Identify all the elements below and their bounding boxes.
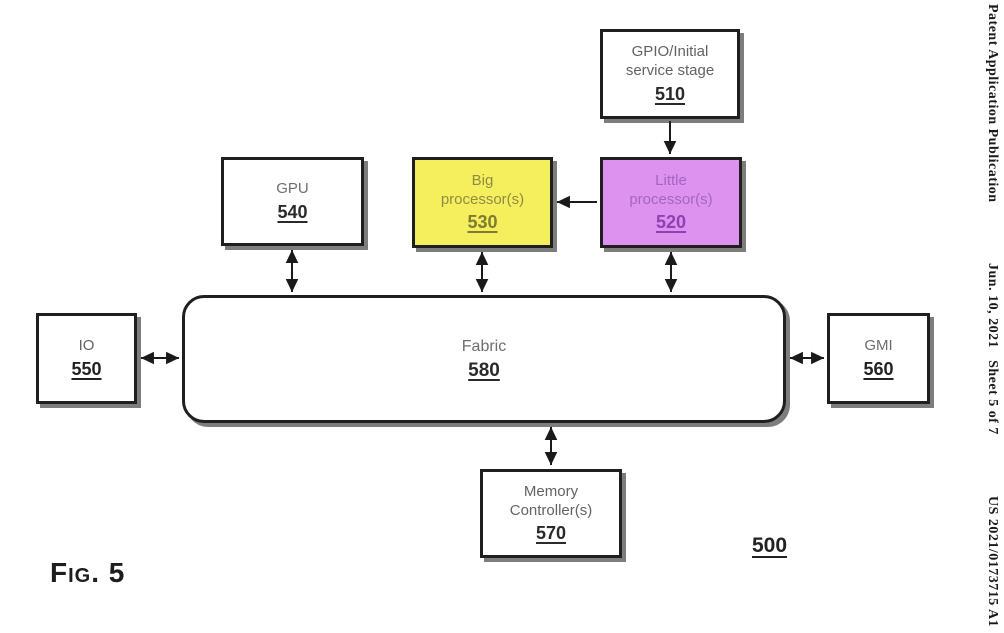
block-little-label: Little processor(s) xyxy=(629,171,713,208)
block-gmi: GMI 560 xyxy=(827,313,930,404)
block-gpu-number: 540 xyxy=(277,201,308,222)
publication-title: Patent Application Publication xyxy=(985,4,1000,203)
block-gpio-label: GPIO/Initial service stage xyxy=(625,43,715,79)
patent-page-header: Patent Application Publication Jun. 10, … xyxy=(984,0,1000,633)
publication-date-sheet: Jun. 10, 2021 Sheet 5 of 7 xyxy=(985,263,1000,436)
block-gpio: GPIO/Initial service stage 510 xyxy=(600,29,740,119)
block-little-number: 520 xyxy=(655,212,687,233)
block-memory-label: Memory Controller(s) xyxy=(509,482,593,519)
block-memory: Memory Controller(s) 570 xyxy=(480,469,622,558)
block-big: Big processor(s) 530 xyxy=(412,157,553,248)
block-big-label: Big processor(s) xyxy=(440,171,525,208)
block-gpio-number: 510 xyxy=(654,83,686,104)
figure-caption: Fig. 5 xyxy=(50,557,126,588)
publication-number: US 2021/0173715 A1 xyxy=(985,495,1000,627)
block-big-number: 530 xyxy=(467,212,498,233)
block-io-number: 550 xyxy=(71,358,102,379)
block-gmi-label: GMI xyxy=(864,337,893,355)
block-little: Little processor(s) 520 xyxy=(600,157,742,248)
block-gmi-number: 560 xyxy=(863,358,894,379)
block-gpu-label: GPU xyxy=(276,180,309,198)
block-memory-number: 570 xyxy=(535,523,567,544)
diagram-reference-number: 500 xyxy=(752,534,788,557)
block-io: IO 550 xyxy=(36,313,137,404)
block-fabric-number: 580 xyxy=(468,359,500,381)
block-fabric-label: Fabric xyxy=(461,337,507,355)
block-fabric: Fabric 580 xyxy=(182,295,786,423)
block-io-label: IO xyxy=(78,337,95,355)
block-gpu: GPU 540 xyxy=(221,157,364,246)
